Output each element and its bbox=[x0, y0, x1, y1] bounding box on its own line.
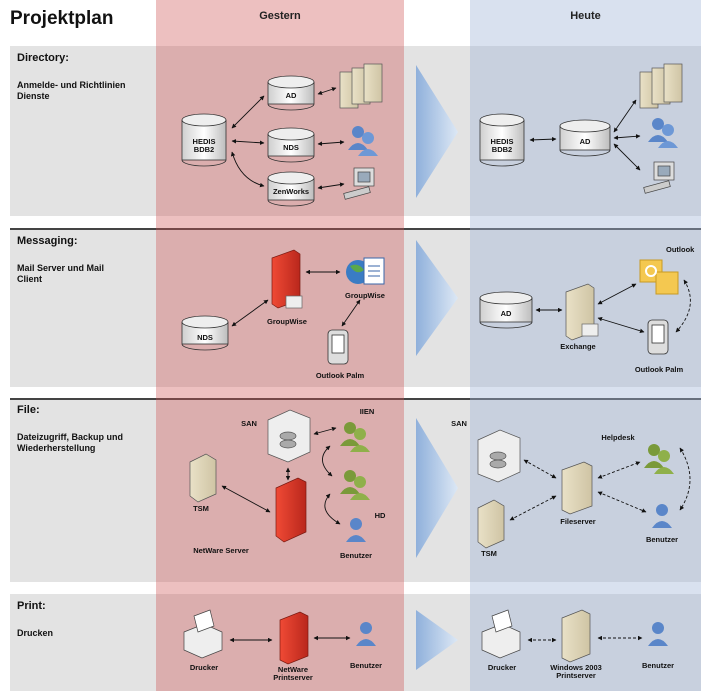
gestern-header: Gestern bbox=[259, 10, 301, 22]
outlook-icon bbox=[639, 259, 679, 295]
fileserver-label: Fileserver bbox=[560, 517, 596, 526]
windows-printserver-label: Windows 2003 Printserver bbox=[550, 663, 602, 680]
benutzer-label: Benutzer bbox=[349, 661, 383, 670]
zenworks-label: ZenWorks bbox=[272, 187, 310, 196]
section-messaging-subtitle: Mail Server und Mail Client bbox=[17, 263, 105, 284]
exchange-label: Exchange bbox=[560, 342, 596, 351]
transition-arrow bbox=[416, 610, 458, 670]
server-stack-icon bbox=[639, 63, 683, 109]
benutzer-label: Benutzer bbox=[641, 661, 675, 670]
user-icon bbox=[356, 622, 376, 646]
pda-icon bbox=[327, 329, 349, 365]
section-directory-subtitle: Anmelde- und Richtlinien Dienste bbox=[17, 80, 126, 101]
users-icon bbox=[348, 126, 378, 156]
san-label: SAN bbox=[241, 419, 257, 428]
groupwise-label: GroupWise bbox=[345, 291, 385, 300]
tsm-label: TSM bbox=[481, 549, 497, 558]
heute-header: Heute bbox=[570, 10, 601, 22]
section-directory-heading: Directory: bbox=[17, 52, 69, 64]
nds-label: NDS bbox=[197, 333, 213, 342]
globe-document-icon bbox=[346, 257, 385, 285]
database-icon bbox=[559, 119, 611, 157]
hedis-label: HEDIS BDB2 bbox=[490, 137, 514, 154]
transition-arrow bbox=[416, 240, 458, 356]
printer-icon bbox=[481, 609, 521, 659]
san-storage-icon bbox=[477, 429, 521, 483]
exchange-server-icon bbox=[565, 283, 599, 341]
benutzer-label: Benutzer bbox=[645, 535, 679, 544]
benutzer-label: Benutzer bbox=[339, 551, 373, 560]
san-storage-icon bbox=[267, 409, 311, 463]
outlook-palm-label: Outlook Palm bbox=[315, 371, 365, 380]
page-title: Projektplan bbox=[10, 8, 114, 29]
transition-arrow bbox=[416, 418, 458, 558]
iien-label: IIEN bbox=[359, 407, 375, 416]
users-icon bbox=[340, 422, 370, 452]
user-icon bbox=[652, 504, 672, 528]
netware-printserver-label: NetWare Printserver bbox=[273, 665, 313, 682]
database-icon bbox=[267, 75, 315, 111]
hd-label: HD bbox=[374, 511, 386, 520]
tsm-label: TSM bbox=[193, 504, 209, 513]
section-print-subtitle: Drucken bbox=[17, 628, 54, 638]
section-messaging-heading: Messaging: bbox=[17, 235, 78, 247]
fileserver-icon bbox=[561, 461, 593, 515]
users-icon bbox=[644, 444, 674, 474]
windows-printserver-icon bbox=[561, 609, 591, 663]
users-icon bbox=[340, 470, 370, 500]
workstation-icon bbox=[343, 167, 375, 200]
section-file-subtitle: Dateizugriff, Backup und Wiederherstellu… bbox=[17, 432, 124, 453]
database-icon bbox=[479, 113, 525, 167]
ad-label: AD bbox=[579, 137, 591, 146]
outlook-label: Outlook bbox=[666, 246, 695, 254]
workstation-icon bbox=[643, 161, 675, 194]
hedis-label: HEDIS BDB2 bbox=[192, 137, 216, 154]
netware-server-icon bbox=[275, 477, 307, 543]
database-icon bbox=[267, 127, 315, 163]
database-icon bbox=[181, 315, 229, 351]
users-icon bbox=[648, 118, 678, 148]
section-divider bbox=[10, 228, 701, 230]
server-stack-icon bbox=[339, 63, 383, 109]
database-icon bbox=[267, 171, 315, 207]
san-label: SAN bbox=[451, 419, 467, 428]
pda-icon bbox=[647, 319, 669, 355]
database-icon bbox=[479, 291, 533, 329]
ad-label: AD bbox=[285, 91, 297, 100]
section-file-heading: File: bbox=[17, 404, 40, 416]
database-icon bbox=[181, 113, 227, 167]
drucker-label: Drucker bbox=[487, 663, 517, 672]
netware-server-label: NetWare Server bbox=[193, 546, 249, 555]
drucker-label: Drucker bbox=[189, 663, 219, 672]
user-icon bbox=[346, 518, 366, 542]
ad-label: AD bbox=[500, 309, 512, 318]
groupwise-label: GroupWise bbox=[267, 317, 307, 326]
section-divider bbox=[10, 398, 701, 400]
printer-icon bbox=[183, 609, 223, 659]
tsm-server-icon bbox=[189, 453, 217, 503]
nds-label: NDS bbox=[283, 143, 299, 152]
netware-printserver-icon bbox=[279, 611, 309, 665]
section-print-heading: Print: bbox=[17, 600, 46, 612]
outlook-palm-label: Outlook Palm bbox=[634, 365, 684, 374]
helpdesk-label: Helpdesk bbox=[601, 433, 635, 442]
user-icon bbox=[648, 622, 668, 646]
groupwise-server-icon bbox=[271, 249, 303, 309]
transition-arrow bbox=[416, 65, 458, 198]
tsm-server-icon bbox=[477, 499, 505, 549]
